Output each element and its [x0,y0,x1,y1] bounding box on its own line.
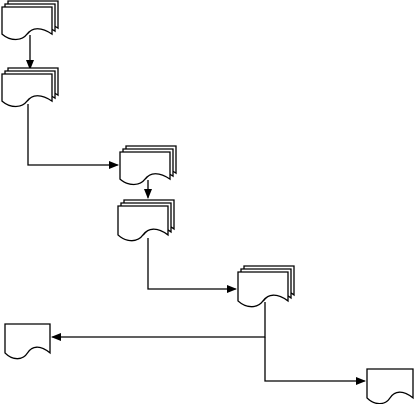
document-front-sheet [117,205,169,242]
multi-document-node-3 [119,145,177,186]
multi-document-node-2 [1,67,59,108]
connector-arrow-2 [27,104,119,169]
single-document-node-right [366,368,414,404]
multi-document-node-1 [1,0,59,41]
single-document-node-left [4,323,51,360]
connector-arrow-5 [51,302,266,341]
multi-document-node-5 [237,265,295,308]
connector-arrow-6 [264,337,366,385]
connector-arrow-4 [147,238,237,293]
document-front-sheet [1,73,53,108]
document-front-sheet [1,6,53,41]
document-front-sheet [119,151,171,186]
connectors-layer [26,35,366,385]
multi-document-node-4 [117,199,175,242]
document-front-sheet [4,323,51,360]
document-front-sheet [237,271,289,308]
document-front-sheet [366,368,414,404]
